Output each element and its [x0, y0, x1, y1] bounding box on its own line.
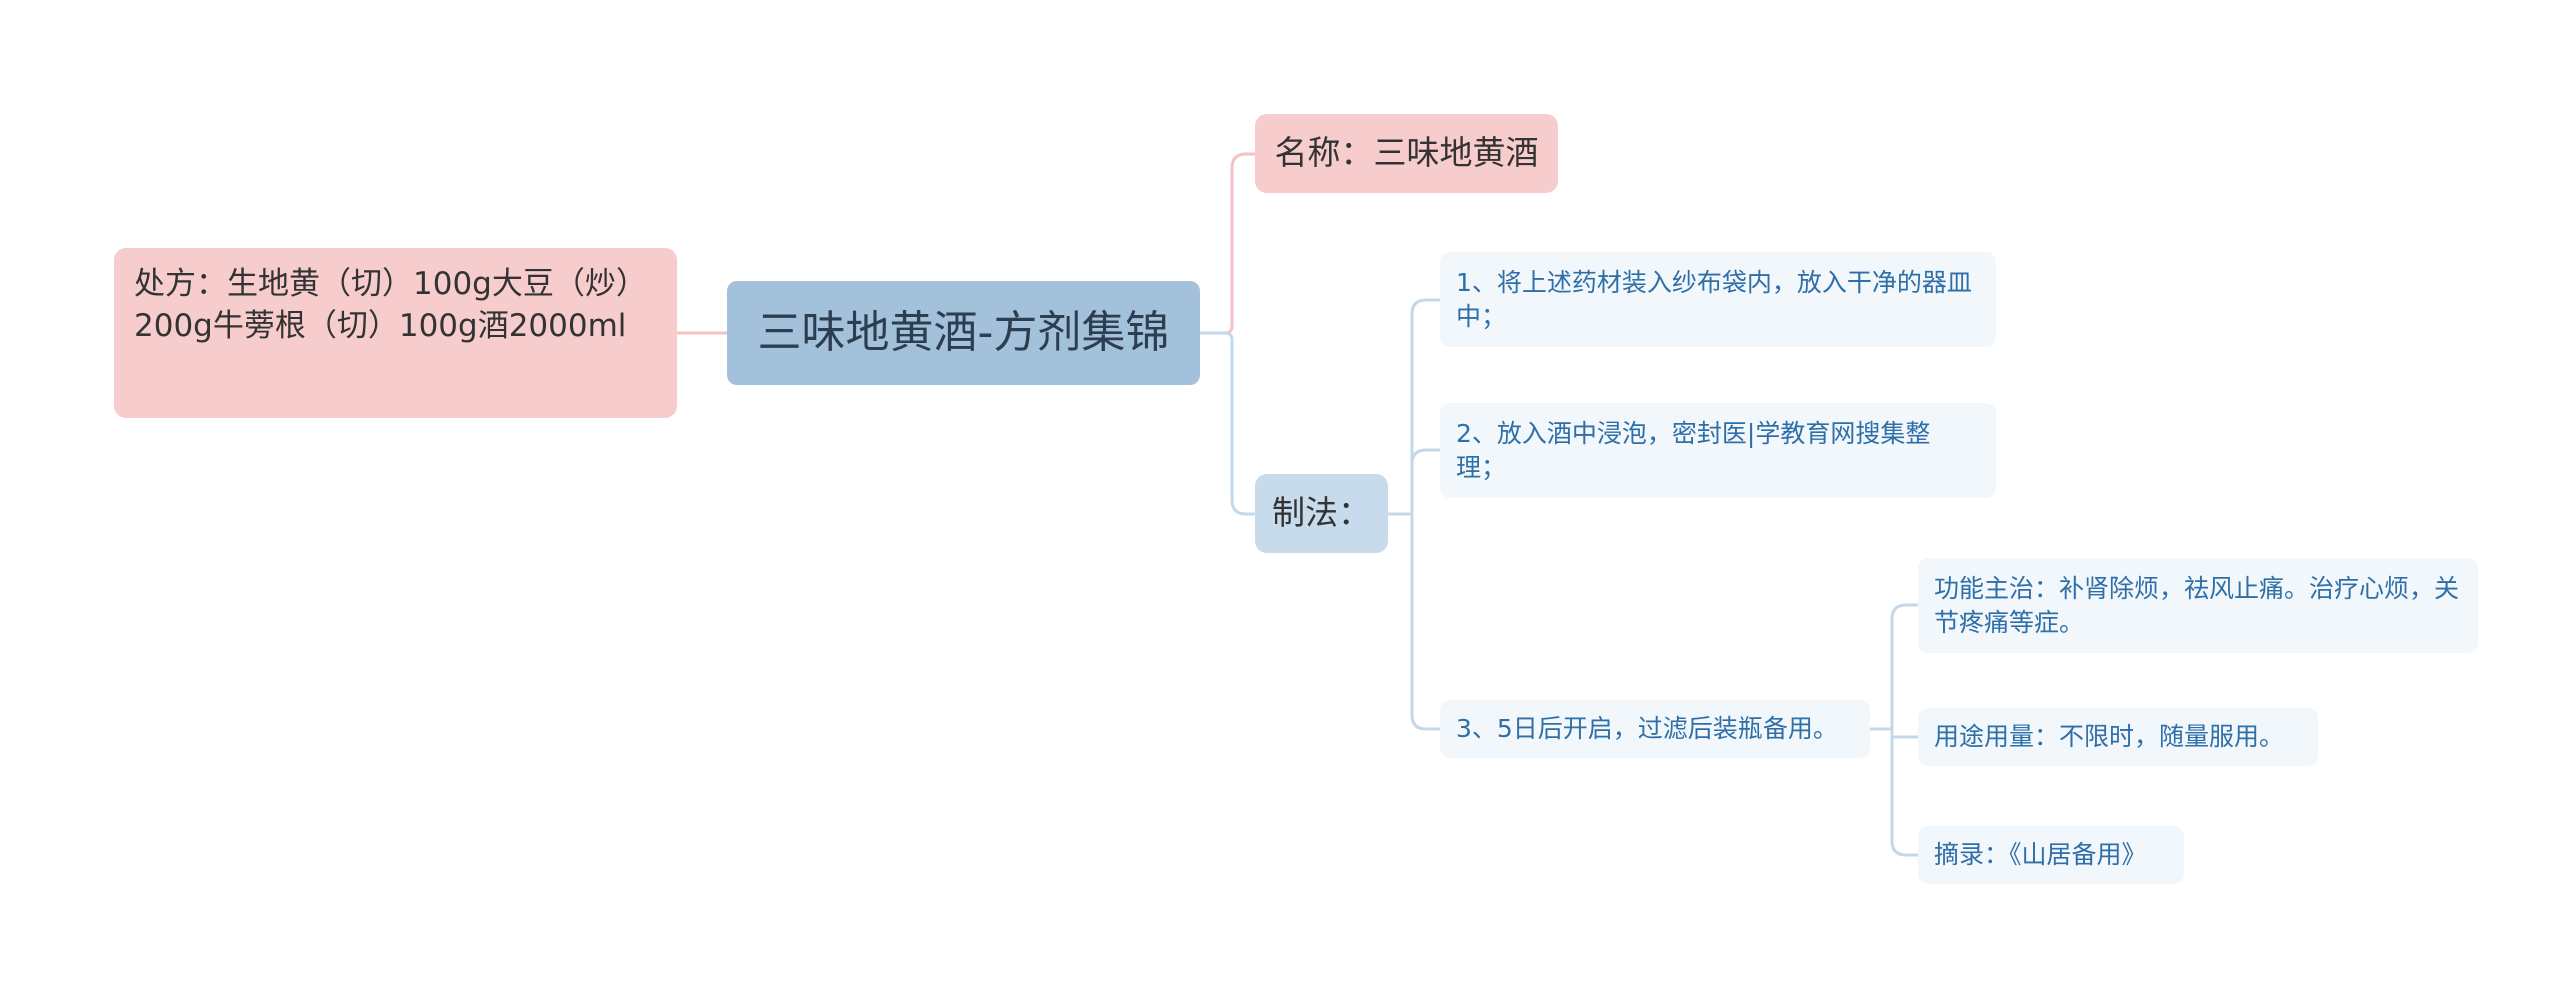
central-topic[interactable]: 三味地黄酒-方剂集锦 [727, 281, 1200, 385]
method-text: 制法： [1272, 493, 1371, 533]
connector-method-step3 [1410, 514, 1440, 731]
prescription-text: 处方：生地黄（切）100g大豆（炒）200g牛蒡根（切）100g酒2000ml [134, 266, 647, 344]
method-step-3[interactable]: 3、5日后开启，过滤后装瓶备用。 [1440, 700, 1870, 758]
detail-indications-text: 功能主治：补肾除烦，祛风止痛。治疗心烦，关节疼痛等症。 [1934, 574, 2460, 637]
connector-step3-sub2 [1890, 729, 1918, 739]
central-topic-label: 三味地黄酒-方剂集锦 [757, 307, 1170, 359]
method-node[interactable]: 制法： [1255, 474, 1388, 553]
connector-method-step1 [1410, 298, 1440, 514]
connector-step3-sub1 [1890, 603, 1918, 729]
connector-central-method [1200, 331, 1255, 516]
method-step-2[interactable]: 2、放入酒中浸泡，密封医|学教育网搜集整理； [1440, 403, 1996, 498]
connector-central-name [1200, 152, 1255, 335]
detail-dosage-text: 用途用量：不限时，随量服用。 [1934, 722, 2285, 752]
name-node[interactable]: 名称：三味地黄酒 [1255, 114, 1558, 193]
method-step-1-text: 1、将上述药材装入纱布袋内，放入干净的器皿中； [1456, 268, 1972, 331]
detail-source-text: 摘录：《山居备用》 [1934, 840, 2147, 870]
detail-source[interactable]: 摘录：《山居备用》 [1918, 826, 2184, 884]
method-step-1[interactable]: 1、将上述药材装入纱布袋内，放入干净的器皿中； [1440, 252, 1996, 347]
method-step-2-text: 2、放入酒中浸泡，密封医|学教育网搜集整理； [1456, 419, 1931, 482]
connector-step3-sub3 [1890, 729, 1918, 857]
prescription-node[interactable]: 处方：生地黄（切）100g大豆（炒）200g牛蒡根（切）100g酒2000ml [114, 248, 677, 418]
name-text: 名称：三味地黄酒 [1274, 133, 1539, 173]
connector-method-step2 [1410, 448, 1440, 514]
method-step-3-text: 3、5日后开启，过滤后装瓶备用。 [1456, 714, 1838, 744]
detail-indications[interactable]: 功能主治：补肾除烦，祛风止痛。治疗心烦，关节疼痛等症。 [1918, 558, 2478, 653]
detail-dosage[interactable]: 用途用量：不限时，随量服用。 [1918, 708, 2318, 766]
